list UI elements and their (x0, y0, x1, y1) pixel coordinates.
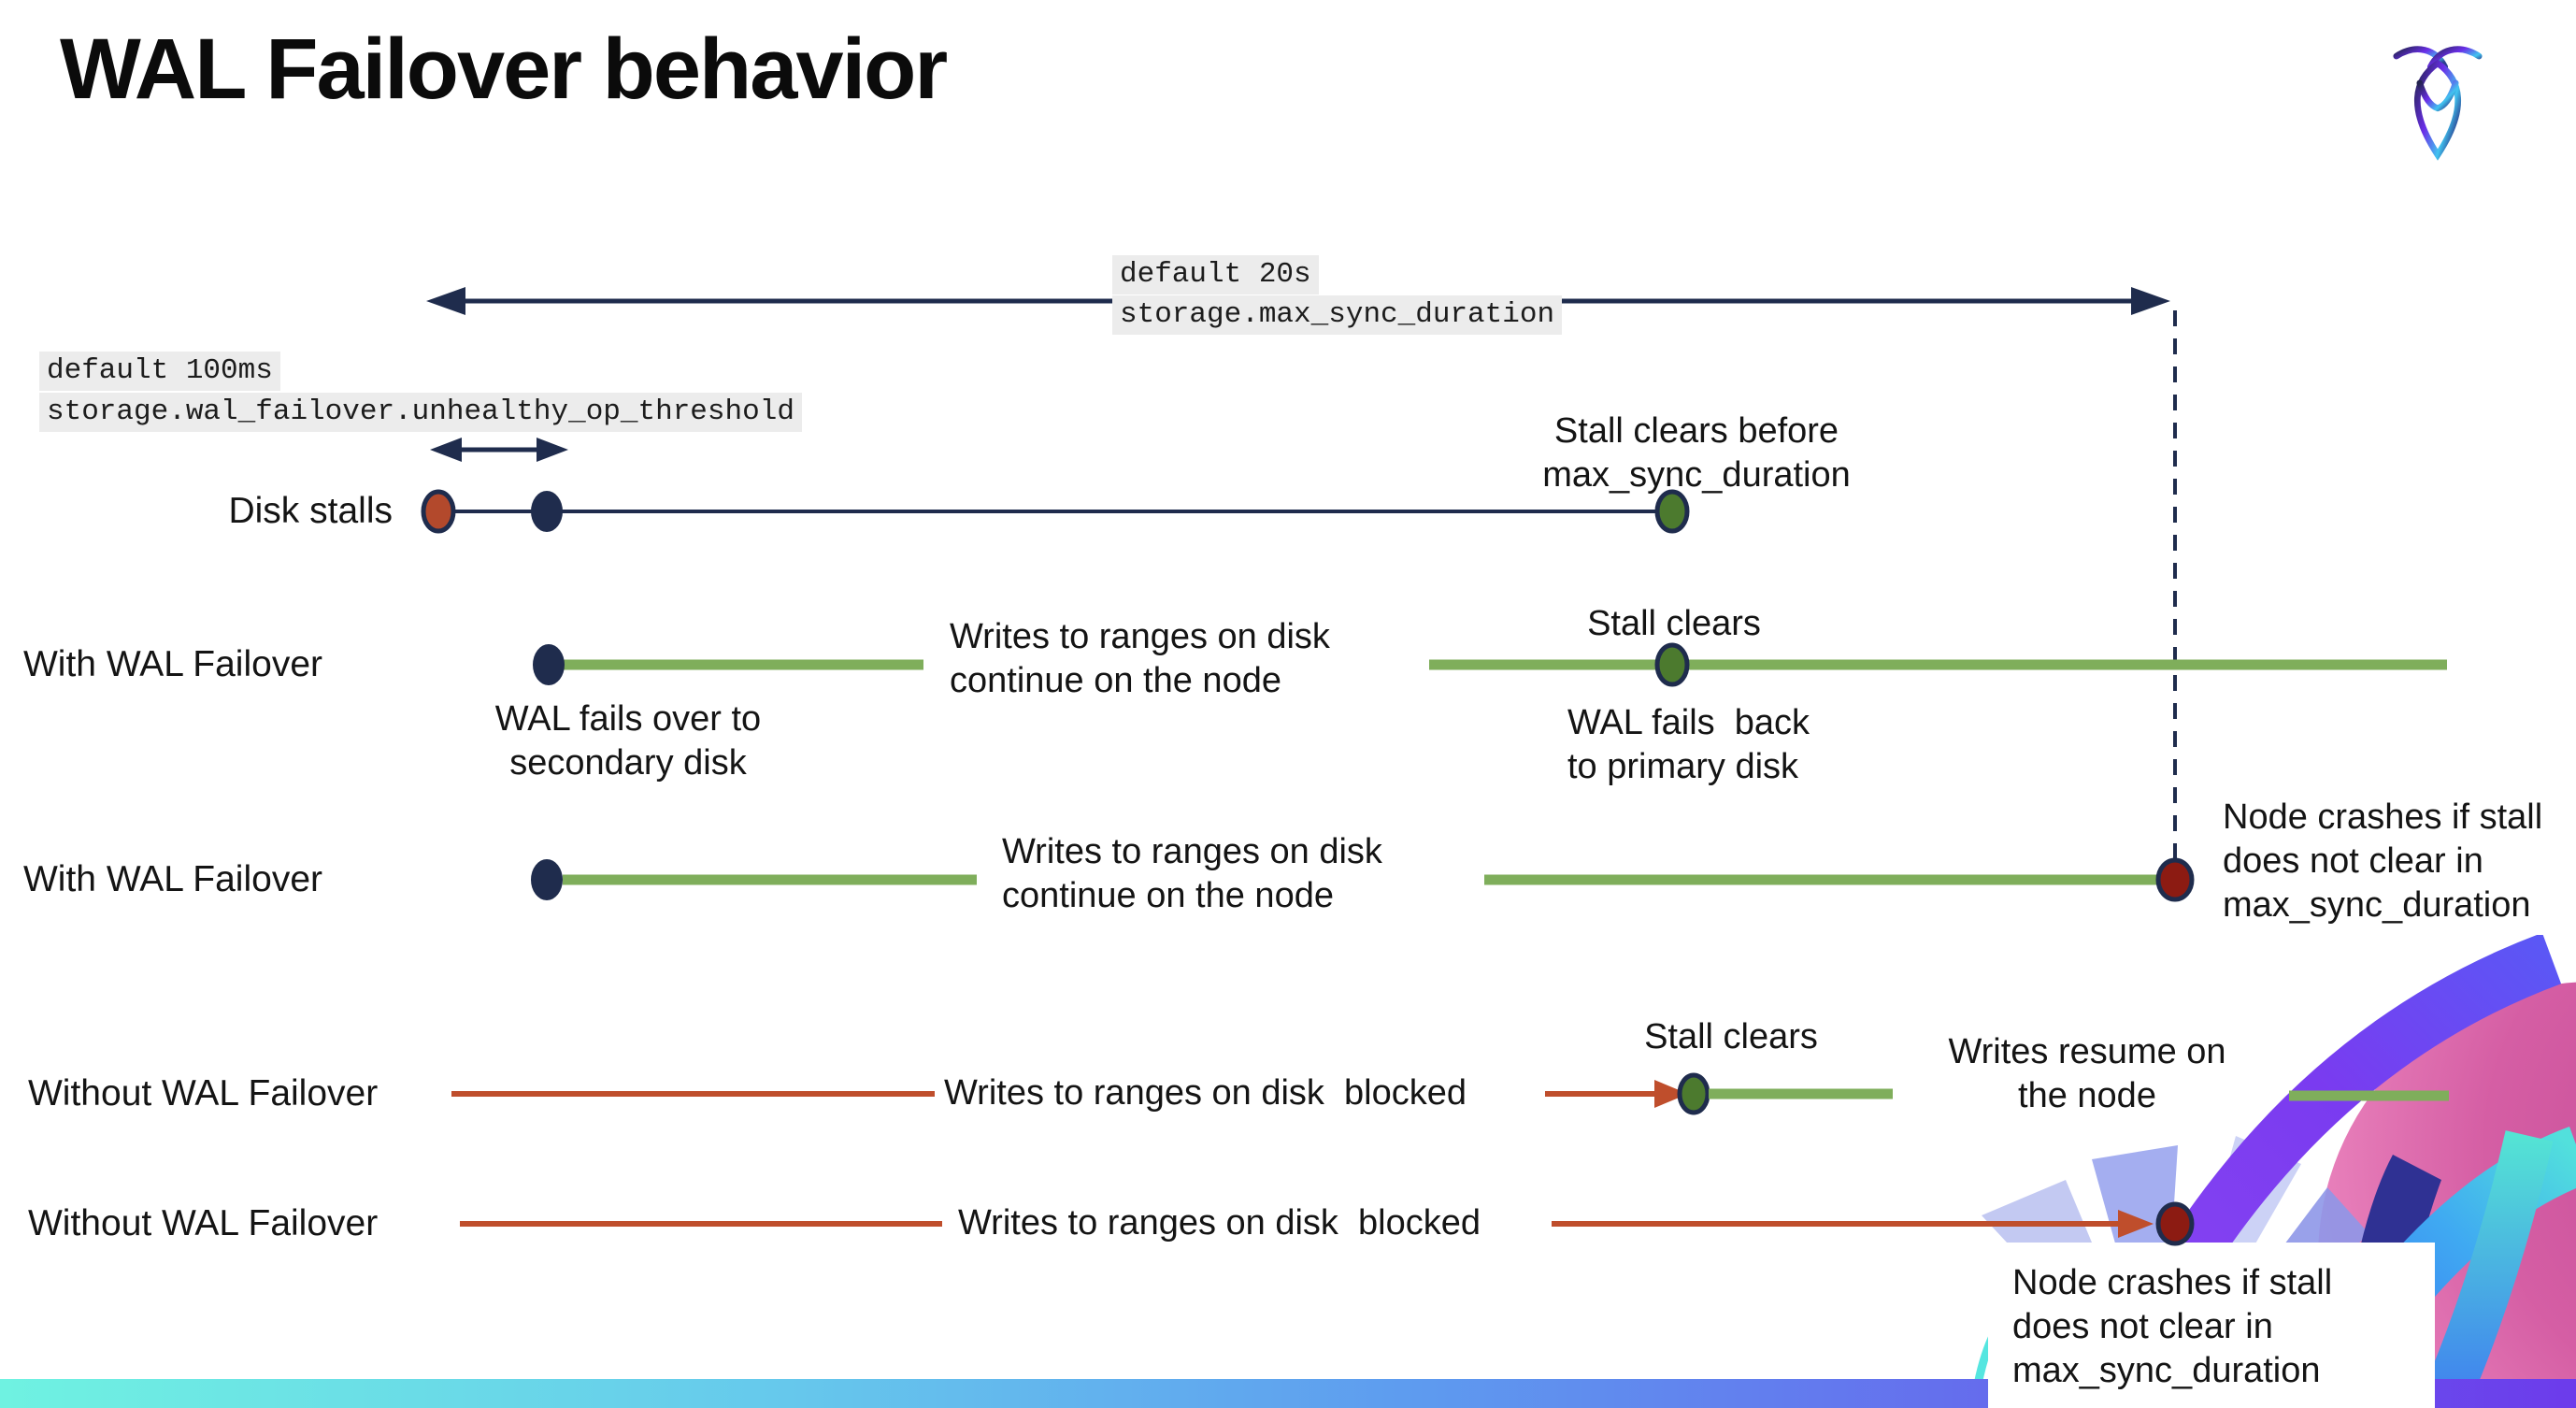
page-title: WAL Failover behavior (60, 22, 948, 117)
row-label-disk-stalls: Disk stalls (228, 491, 393, 531)
node-crashes-note-1: Node crashes if stall does not clear in … (2223, 797, 2543, 926)
row-label-without-wal-failover-2: Without WAL Failover (28, 1203, 379, 1243)
stall-clears-callout-1: Stall clears (1587, 604, 1761, 643)
crash-note-box: Node crashes if stall does not clear in … (1988, 1243, 2435, 1408)
arrowhead-right-icon (2131, 287, 2170, 315)
failover-marker (531, 859, 563, 900)
unhealthy-op-setting-label: storage.wal_failover.unhealthy_op_thresh… (39, 393, 802, 432)
row-label-with-wal-failover-2: With WAL Failover (23, 859, 322, 899)
stall-start-marker (421, 489, 456, 534)
writes-continue-callout-2: Writes to ranges on disk continue on the… (1002, 832, 1382, 916)
art-teal-leg (2419, 1130, 2554, 1408)
writes-resume-callout: Writes resume on the node (1948, 1032, 2226, 1116)
fails-over-callout: WAL fails over to secondary disk (494, 699, 762, 783)
unhealthy-op-default-label: default 100ms (39, 352, 280, 391)
max-sync-default-label: default 20s (1112, 255, 1319, 295)
writes-continue-callout-1: Writes to ranges on disk continue on the… (950, 617, 1330, 701)
stall-clear-marker (1654, 489, 1690, 534)
unhealthy-op-threshold-arrow (430, 438, 568, 462)
arrowhead-left-icon (426, 287, 465, 315)
stall-clears-callout-2: Stall clears (1644, 1017, 1818, 1056)
stall-clear-marker (1677, 1072, 1710, 1115)
arrowhead-left-icon (430, 438, 462, 462)
node-crash-marker (2155, 857, 2195, 902)
fails-back-callout: WAL fails back to primary disk (1567, 703, 1810, 787)
red-arrowhead-icon (1654, 1080, 1688, 1108)
writes-blocked-callout-1: Writes to ranges on disk blocked (944, 1073, 1467, 1113)
row-label-with-wal-failover-1: With WAL Failover (23, 644, 322, 684)
row-label-without-wal-failover-1: Without WAL Failover (28, 1073, 379, 1113)
stall-clears-before-callout: Stall clears before max_sync_duration (1542, 411, 1851, 496)
writes-blocked-callout-2: Writes to ranges on disk blocked (958, 1203, 1481, 1243)
failover-threshold-marker (531, 491, 563, 532)
max-sync-setting-label: storage.max_sync_duration (1112, 295, 1563, 335)
stall-clear-marker (1654, 642, 1690, 687)
arrowhead-right-icon (537, 438, 568, 462)
cockroachdb-logo-icon (2393, 46, 2483, 161)
node-crashes-note-2: Node crashes if stall does not clear in … (2012, 1263, 2333, 1391)
failover-marker (533, 644, 565, 685)
